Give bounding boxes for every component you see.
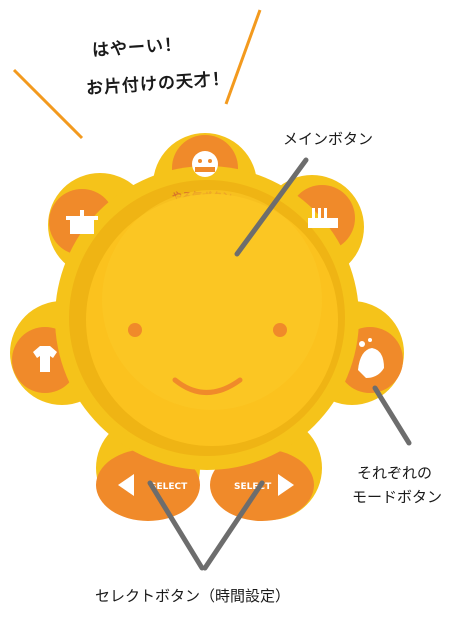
eye-left	[128, 323, 142, 337]
mode-buttons-callout-line-2: モードボタン	[352, 488, 443, 506]
tshirt-icon	[33, 346, 57, 372]
smile	[172, 377, 243, 395]
select-label-left: SELECT	[150, 482, 188, 492]
arrow-left-icon	[118, 474, 134, 496]
arrow-right-icon	[278, 474, 294, 496]
face-icon	[192, 151, 218, 177]
hand-wash-icon	[358, 338, 384, 378]
select-buttons-callout: セレクトボタン（時間設定）	[95, 587, 291, 605]
select-button-left[interactable]	[96, 449, 200, 521]
toothbrush-icon	[308, 208, 338, 228]
callout-pointers	[147, 157, 412, 571]
accent-line-left	[12, 68, 84, 140]
pot-icon	[66, 210, 98, 234]
main-button-highlight	[102, 190, 322, 410]
eye-right	[273, 323, 287, 337]
main-button-callout: メインボタン	[283, 130, 374, 148]
accent-line-right	[224, 9, 262, 105]
select-label-right: SELECT	[234, 482, 272, 492]
mode-buttons-callout-line-1: それぞれの	[357, 464, 433, 482]
